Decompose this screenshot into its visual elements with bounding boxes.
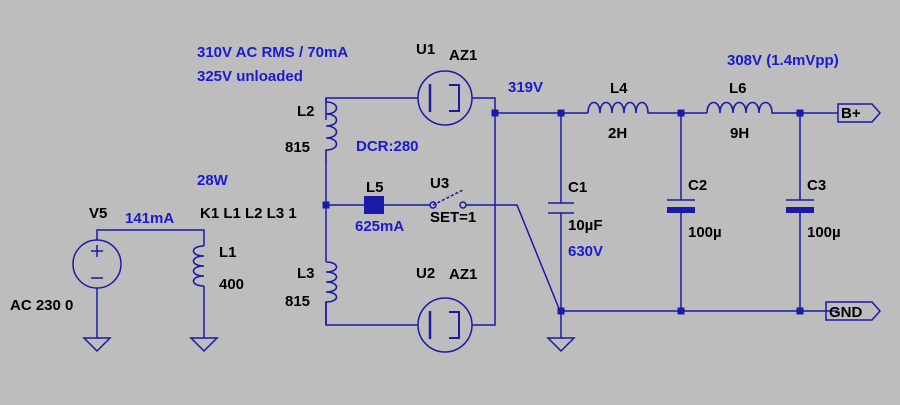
l6-ref: L6	[729, 80, 747, 97]
port-gnd[interactable]	[825, 301, 882, 321]
c2-value: 100µ	[688, 224, 722, 241]
v5-ref: V5	[89, 205, 107, 222]
port-bplus[interactable]	[837, 103, 882, 123]
l3-value: 815	[285, 293, 310, 310]
c2-ref: C2	[688, 177, 707, 194]
annotation-dcr: DCR:280	[356, 138, 419, 155]
l2-ref: L2	[297, 103, 315, 120]
u2-value: AZ1	[449, 266, 477, 283]
v5-value: AC 230 0	[10, 297, 73, 314]
inductor-l6[interactable]	[706, 101, 775, 114]
c3-ref: C3	[807, 177, 826, 194]
capacitor-c2[interactable]	[667, 199, 695, 213]
c1-value: 10µF	[568, 217, 603, 234]
annotation-primary-current: 141mA	[125, 210, 174, 227]
ground-symbol-l1	[189, 337, 219, 353]
annotation-unloaded: 325V unloaded	[197, 68, 303, 85]
annotation-c1-voltage: 630V	[568, 243, 603, 260]
rectifier-tube-u1[interactable]	[417, 70, 473, 126]
c3-value: 100µ	[807, 224, 841, 241]
annotation-rect-out: 319V	[508, 79, 543, 96]
l5-ref: L5	[366, 179, 384, 196]
l6-value: 9H	[730, 125, 749, 142]
ac-source-v5[interactable]	[72, 239, 122, 289]
ground-symbol-main	[546, 337, 576, 353]
u1-ref: U1	[416, 41, 435, 58]
l4-value: 2H	[608, 125, 627, 142]
u3-value: SET=1	[430, 209, 476, 226]
annotation-ac-rms: 310V AC RMS / 70mA	[197, 44, 348, 61]
port-bplus-label: B+	[841, 105, 861, 122]
capacitor-c1[interactable]	[548, 202, 574, 214]
inductor-l4[interactable]	[587, 101, 658, 114]
annotation-bplus-out: 308V (1.4mVpp)	[727, 52, 839, 69]
u2-ref: U2	[416, 265, 435, 282]
annotation-l5-current: 625mA	[355, 218, 404, 235]
inductor-l3[interactable]	[325, 261, 338, 325]
inductor-l5[interactable]	[364, 196, 384, 214]
u3-ref: U3	[430, 175, 449, 192]
inductor-l1[interactable]	[192, 240, 205, 298]
rectifier-tube-u2[interactable]	[417, 297, 473, 353]
port-gnd-label: GND	[829, 304, 863, 321]
inductor-l2[interactable]	[325, 98, 338, 163]
l4-ref: L4	[610, 80, 628, 97]
l3-ref: L3	[297, 265, 315, 282]
ground-symbol-v5	[82, 337, 112, 353]
l1-ref: L1	[219, 244, 237, 261]
u1-value: AZ1	[449, 47, 477, 64]
k1-directive: K1 L1 L2 L3 1	[200, 205, 297, 222]
c1-ref: C1	[568, 179, 587, 196]
capacitor-c3[interactable]	[786, 199, 814, 213]
junctions	[322, 109, 804, 315]
annotation-power: 28W	[197, 172, 229, 189]
switch-u3[interactable]	[429, 189, 467, 209]
l2-value: 815	[285, 139, 310, 156]
l1-value: 400	[219, 276, 244, 293]
